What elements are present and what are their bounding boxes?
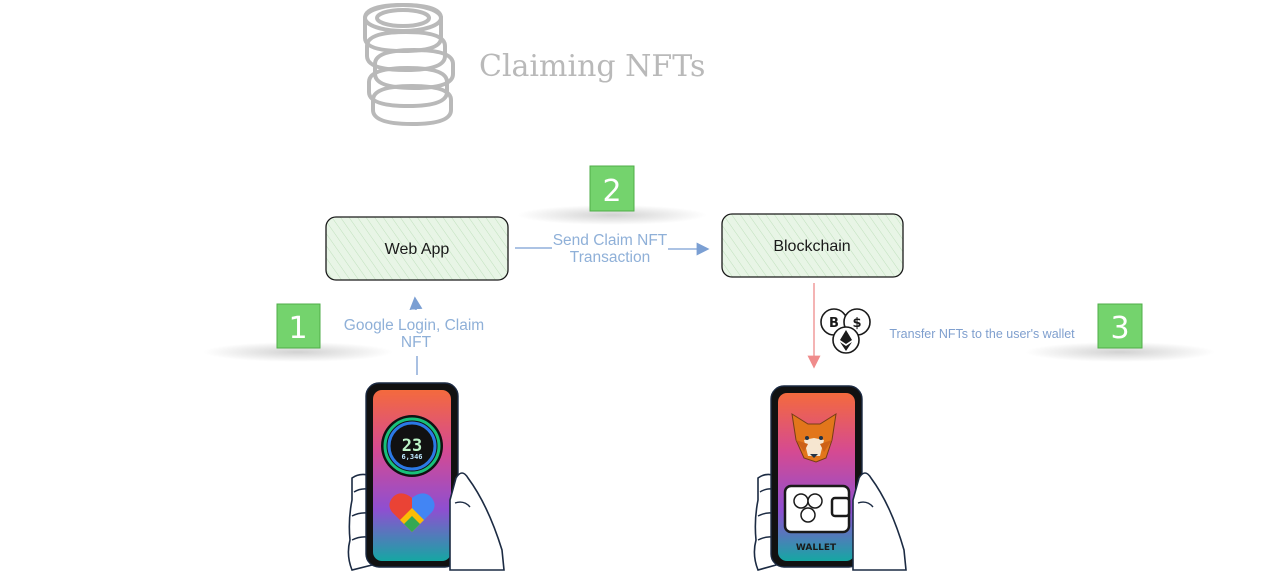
svg-text:B: B [829, 316, 839, 331]
blockchain-label: Blockchain [773, 238, 850, 255]
activity-value: 23 [402, 436, 422, 456]
diagram-title: Claiming NFTs [479, 49, 705, 84]
blockchain-node: Blockchain [721, 213, 904, 278]
wallet-icon: WALLET [783, 484, 851, 553]
step-badge-2: 2 [589, 165, 635, 212]
step-number: 1 [288, 311, 307, 346]
login-edge: Google Login, Claim NFT [344, 296, 484, 375]
crypto-coins-icon: B $ [820, 308, 871, 354]
send-claim-edge: Send Claim NFT Transaction [515, 232, 710, 266]
step-number: 2 [602, 174, 621, 209]
activity-subvalue: 6,346 [401, 453, 422, 461]
transfer-edge: Transfer NFTs to the user's wallet [807, 283, 1075, 369]
transfer-label: Transfer NFTs to the user's wallet [889, 327, 1075, 341]
coin-stack-icon [363, 2, 455, 127]
step-number: 3 [1110, 311, 1129, 346]
web-app-node: Web App [325, 216, 509, 281]
svg-text:$: $ [852, 316, 861, 331]
right-phone-hand: WALLET [753, 385, 907, 571]
google-fit-heart-icon [389, 493, 435, 532]
send-claim-label-line2: Transaction [570, 249, 650, 266]
web-app-label: Web App [385, 241, 450, 258]
login-label-line2: NFT [401, 334, 432, 351]
send-claim-label-line1: Send Claim NFT [553, 232, 668, 249]
metamask-fox-icon [791, 412, 837, 463]
step-badge-3: 3 [1097, 303, 1143, 349]
wallet-label: WALLET [796, 543, 837, 553]
left-phone-hand: 23 6,346 [347, 382, 505, 571]
login-label-line1: Google Login, Claim [344, 317, 484, 334]
step-badge-1: 1 [276, 303, 321, 349]
activity-ring-icon: 23 6,346 [381, 415, 443, 477]
